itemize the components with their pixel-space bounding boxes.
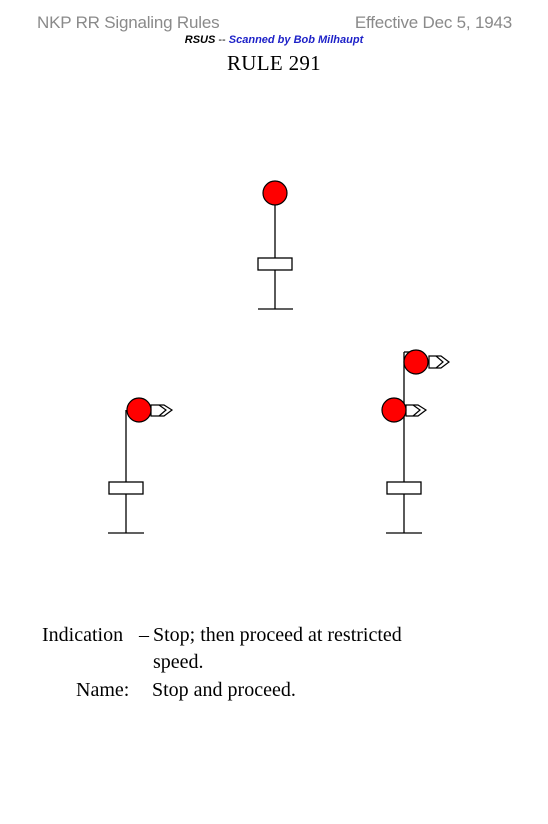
red-light-lower (381, 397, 407, 423)
indication-label: Indication (42, 624, 124, 646)
number-plate (257, 257, 293, 271)
arrow-chevron-lower (412, 404, 421, 417)
arrow-marker-upper (428, 355, 450, 369)
arrow-marker-lower (405, 404, 428, 417)
rule-title: RULE 291 (227, 51, 321, 75)
number-plate (108, 481, 144, 495)
red-light-upper (403, 349, 429, 375)
signal-bottom-left (108, 397, 174, 534)
arrow-chevron-upper (435, 355, 444, 369)
signal-top-center (257, 180, 293, 310)
number-plate (386, 481, 422, 495)
indication-dash: – (139, 624, 149, 646)
name-text: Stop and proceed. (152, 679, 296, 701)
header-effective-date: Effective Dec 5, 1943 (354, 13, 512, 32)
indication-text-line1: Stop; then proceed at restricted (153, 624, 402, 646)
credit-scanned-by: Scanned by Bob Milhaupt (228, 34, 364, 46)
header-railroad-title: NKP RR Signaling Rules (37, 13, 220, 32)
credit-separator: -- (218, 34, 226, 46)
arrow-marker (150, 404, 174, 417)
red-light (262, 180, 288, 206)
arrow-chevron (158, 404, 167, 417)
scan-credit: RSUS -- Scanned by Bob Milhaupt (0, 34, 548, 46)
indication-text-line2: speed. (153, 651, 204, 673)
name-label: Name: (76, 679, 130, 701)
red-light (126, 397, 152, 423)
credit-org: RSUS (184, 34, 216, 46)
signal-bottom-right (381, 349, 450, 534)
